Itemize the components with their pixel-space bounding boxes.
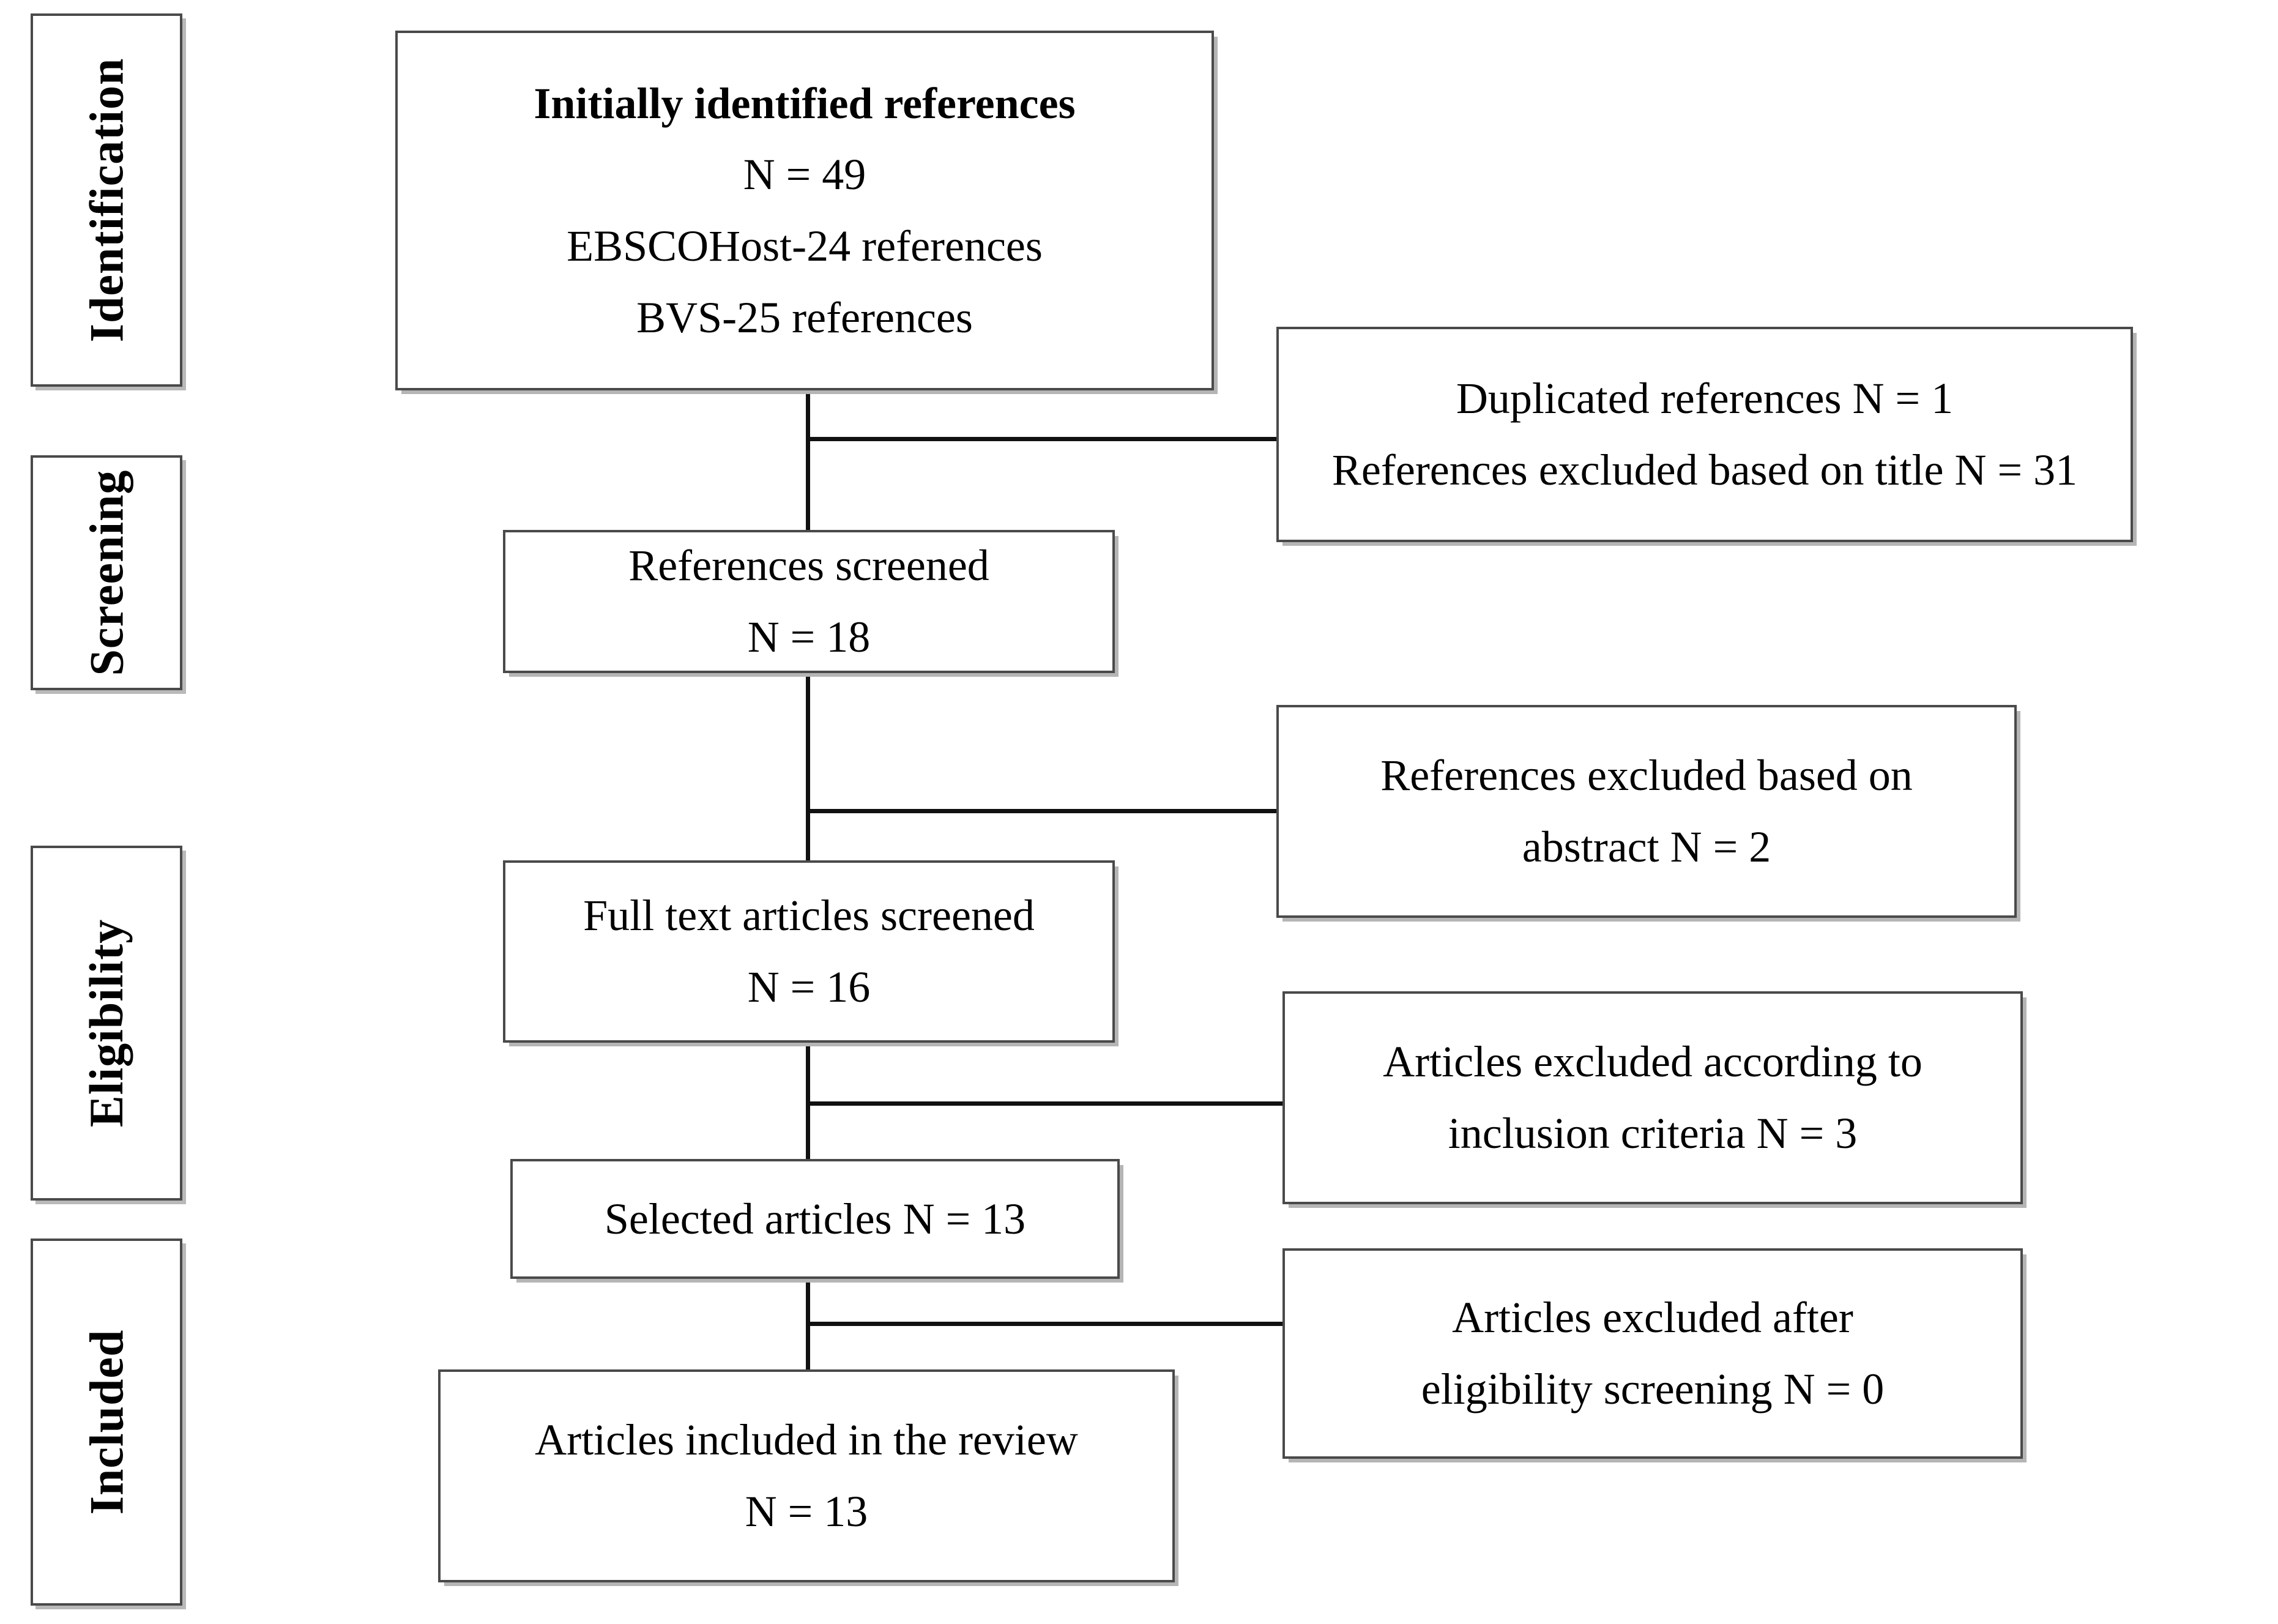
exclusion-box-eligibility-screening: Articles excluded after eligibility scre… [1282,1248,2023,1459]
flow-line-identified-bvs: BVS-25 references [636,292,973,342]
flow-line-screened-title: References screened [628,541,989,590]
flow-line-identified-ebscohost: EBSCOHost-24 references [567,222,1043,270]
stage-box-included: Included [31,1238,182,1606]
exclusion-line-title: References excluded based on title N = 3… [1331,445,2078,494]
flow-line-selected: Selected articles N = 13 [604,1194,1026,1243]
flow-box-full-text-screened: Full text articles screened N = 16 [503,860,1115,1043]
flow-box-initially-identified: Initially identified references N = 49 E… [395,31,1214,390]
exclusion-line-inclusion-1: Articles excluded according to [1383,1037,1923,1087]
exclusion-line-abstract-2: abstract N = 2 [1522,822,1771,871]
stage-box-identification: Identification [31,13,182,387]
flow-box-references-screened: References screened N = 18 [503,530,1115,673]
stage-label-eligibility: Eligibility [80,918,133,1128]
connector-fulltext-to-selected [806,1040,810,1192]
connector-identified-to-screened [806,389,810,532]
exclusion-box-inclusion-criteria: Articles excluded according to inclusion… [1282,991,2023,1204]
exclusion-line-duplicates: Duplicated references N = 1 [1456,374,1954,423]
connector-branch-inclusion-criteria [808,1101,1282,1106]
stage-label-included: Included [80,1329,133,1515]
flow-line-fulltext-count: N = 16 [747,963,871,1011]
connector-branch-abstract [808,809,1276,813]
flow-box-articles-included: Articles included in the review N = 13 [438,1369,1175,1582]
exclusion-box-duplicates-title: Duplicated references N = 1 References e… [1276,327,2133,542]
flow-line-fulltext-title: Full text articles screened [583,891,1035,941]
connector-branch-duplicates-title [808,437,1276,441]
flow-line-identified-total: N = 49 [743,150,866,199]
stage-box-eligibility: Eligibility [31,846,182,1201]
connector-screened-to-fulltext [806,671,810,793]
flow-line-included-title: Articles included in the review [535,1415,1078,1465]
exclusion-box-abstract: References excluded based on abstract N … [1276,705,2017,918]
connector-screened-to-fulltext-lower [806,784,810,862]
exclusion-line-inclusion-2: inclusion criteria N = 3 [1448,1109,1858,1158]
stage-label-identification: Identification [80,58,133,343]
flow-box-selected-articles: Selected articles N = 13 [510,1159,1120,1279]
exclusion-line-eligibility-2: eligibility screening N = 0 [1421,1365,1885,1414]
flow-line-screened-count: N = 18 [747,613,871,661]
connector-branch-eligibility-screening [808,1322,1282,1326]
flow-line-identified-title: Initially identified references [534,78,1076,128]
exclusion-line-abstract-1: References excluded based on [1380,751,1913,800]
exclusion-line-eligibility-1: Articles excluded after [1452,1293,1853,1343]
flow-line-included-count: N = 13 [745,1487,868,1536]
stage-label-screening: Screening [80,469,133,676]
stage-box-screening: Screening [31,455,182,690]
